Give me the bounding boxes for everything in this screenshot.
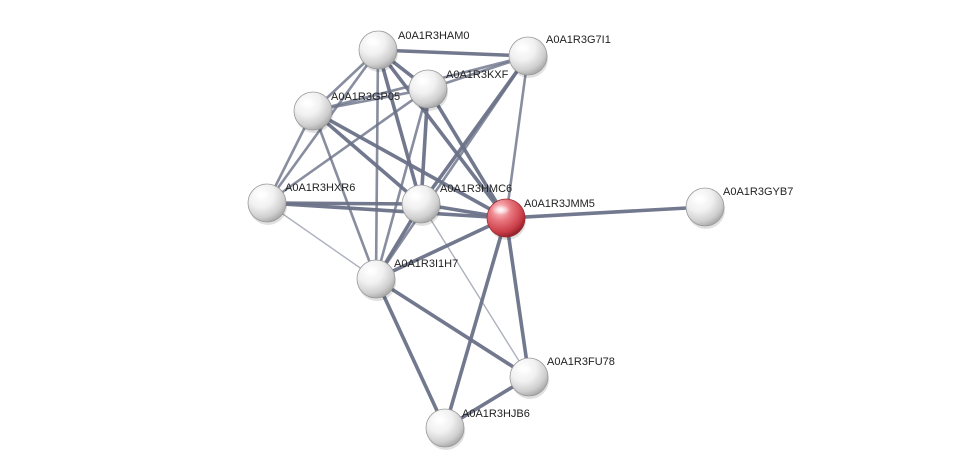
node-highlight [431, 415, 449, 425]
edge-a0a1r3jmm5-a0a1r3i1h7[interactable] [374, 216, 508, 281]
node-a0a1r3g7i1[interactable] [508, 36, 548, 78]
node-highlight [364, 37, 382, 47]
node-label-a0a1r3gyb7: A0A1R3GYB7 [723, 186, 793, 198]
node-sphere[interactable] [356, 259, 396, 299]
edge-a0a1r3ham0-a0a1r3hmc6[interactable] [376, 48, 423, 206]
edge-a0a1r3kxf-a0a1r3gp05[interactable] [311, 87, 430, 113]
node-highlight [515, 364, 533, 374]
node-highlight [691, 194, 709, 204]
edge-a0a1r3jmm5-a0a1r3gyb7[interactable] [504, 205, 707, 220]
node-sphere[interactable] [508, 36, 548, 76]
node-highlight [299, 98, 317, 108]
node-sphere[interactable] [293, 91, 333, 131]
node-label-a0a1r3hxr6: A0A1R3HXR6 [285, 182, 355, 194]
edge-a0a1r3ham0-a0a1r3jmm5[interactable] [376, 48, 508, 220]
edge-a0a1r3i1h7-a0a1r3hjb6[interactable] [374, 277, 447, 430]
node-label-a0a1r3hjb6: A0A1R3HJB6 [462, 408, 530, 420]
node-a0a1r3fu78[interactable] [509, 357, 549, 399]
node-label-a0a1r3g7i1: A0A1R3G7I1 [546, 34, 611, 46]
node-a0a1r3ham0[interactable] [358, 30, 398, 72]
node-sphere[interactable] [358, 30, 398, 70]
node-highlight [407, 191, 425, 201]
edge-a0a1r3jmm5-a0a1r3fu78[interactable] [504, 216, 531, 379]
node-label-a0a1r3i1h7: A0A1R3I1H7 [394, 258, 458, 270]
edge-a0a1r3kxf-a0a1r3i1h7[interactable] [374, 87, 430, 281]
edge-a0a1r3hxr6-a0a1r3jmm5[interactable] [265, 201, 508, 220]
node-a0a1r3hjb6[interactable] [425, 408, 465, 450]
node-highlight [253, 190, 271, 200]
edge-a0a1r3hxr6-a0a1r3i1h7[interactable] [266, 202, 377, 280]
node-a0a1r3i1h7[interactable] [356, 259, 396, 301]
edge-a0a1r3gp05-a0a1r3jmm5[interactable] [311, 109, 508, 220]
query-node-sphere[interactable] [486, 198, 526, 238]
node-a0a1r3gp05[interactable] [293, 91, 333, 133]
node-sphere[interactable] [247, 183, 287, 223]
edges-layer [265, 48, 707, 430]
edge-a0a1r3ham0-a0a1r3g7i1[interactable] [376, 48, 530, 58]
node-sphere[interactable] [425, 408, 465, 448]
edge-a0a1r3g7i1-a0a1r3i1h7[interactable] [374, 54, 530, 281]
edge-a0a1r3kxf-a0a1r3hxr6[interactable] [265, 87, 430, 205]
node-label-a0a1r3kxf: A0A1R3KXF [446, 69, 509, 81]
node-label-a0a1r3ham0: A0A1R3HAM0 [398, 30, 470, 42]
node-label-a0a1r3fu78: A0A1R3FU78 [547, 356, 615, 368]
edge-a0a1r3gp05-a0a1r3hmc6[interactable] [311, 109, 423, 206]
node-label-a0a1r3hmc6: A0A1R3HMC6 [440, 183, 512, 195]
node-sphere[interactable] [685, 187, 725, 227]
node-a0a1r3jmm5[interactable] [486, 198, 526, 240]
nodes-layer [247, 30, 725, 450]
node-a0a1r3hxr6[interactable] [247, 183, 287, 225]
node-label-a0a1r3gp05: A0A1R3GP05 [331, 91, 400, 103]
edge-a0a1r3jmm5-a0a1r3hjb6[interactable] [443, 216, 508, 430]
node-sphere[interactable] [408, 69, 448, 109]
edge-a0a1r3i1h7-a0a1r3fu78[interactable] [374, 277, 531, 379]
edge-a0a1r3gp05-a0a1r3i1h7[interactable] [311, 109, 378, 281]
edge-a0a1r3hmc6-a0a1r3fu78[interactable] [420, 203, 530, 378]
node-label-a0a1r3jmm5: A0A1R3JMM5 [524, 198, 595, 210]
node-highlight [362, 266, 380, 276]
edge-a0a1r3kxf-a0a1r3jmm5[interactable] [426, 87, 508, 220]
node-highlight [492, 205, 510, 215]
node-a0a1r3kxf[interactable] [408, 69, 448, 111]
node-sphere[interactable] [509, 357, 549, 397]
node-highlight [414, 76, 432, 86]
edge-a0a1r3g7i1-a0a1r3jmm5[interactable] [504, 54, 530, 220]
node-a0a1r3gyb7[interactable] [685, 187, 725, 229]
node-highlight [514, 43, 532, 53]
node-a0a1r3hmc6[interactable] [401, 184, 441, 226]
node-sphere[interactable] [401, 184, 441, 224]
